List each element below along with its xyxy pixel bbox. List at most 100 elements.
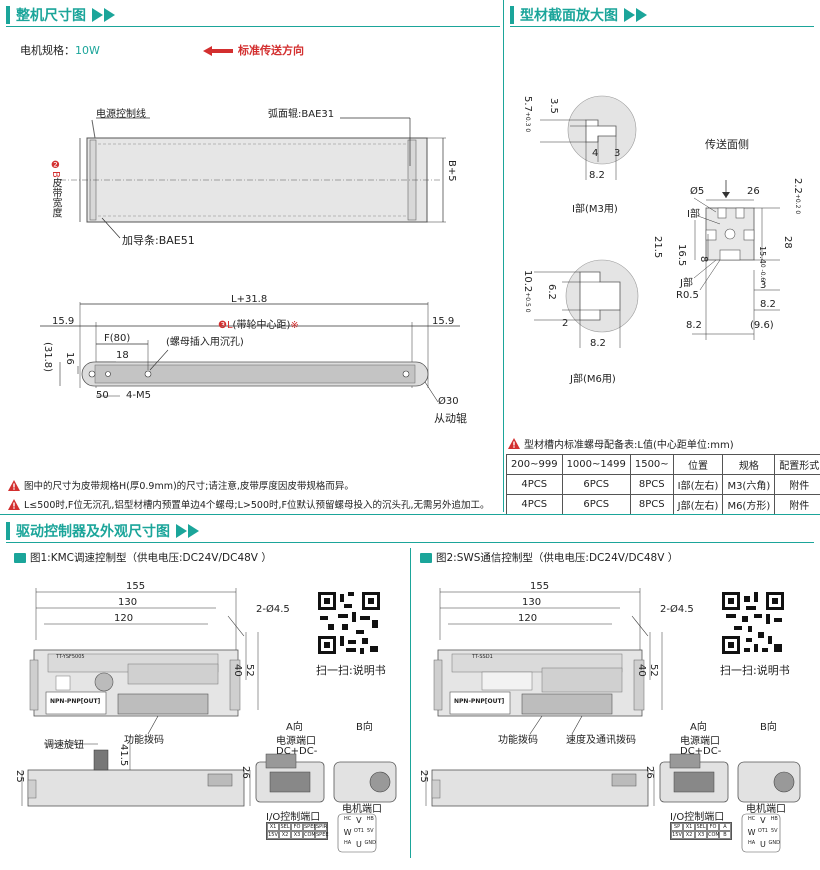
arrow-icon: [104, 8, 115, 22]
arrow-icon: [636, 8, 647, 22]
arrow-icon: [188, 524, 199, 538]
io-cell: SPEE: [315, 831, 329, 839]
i-dim-5-7-value: 5.7: [522, 96, 533, 112]
io-cell: 15V: [671, 831, 683, 839]
fig2-title-text: 图2:SWS通信控制型（供电电压:DC24V/DC48V ）: [436, 552, 679, 564]
io-cell: SPEE: [303, 823, 317, 831]
motor-spec-label: 电机规格：: [20, 44, 75, 57]
table-header-cell: 1500~: [629, 454, 674, 475]
dim-8-2-b: 8.2: [686, 320, 702, 331]
io-cell: FO: [291, 823, 303, 831]
io-cell: FO: [707, 823, 719, 831]
section-title-main: 整机尺寸图: [16, 8, 86, 24]
section-bar: [6, 6, 10, 24]
dim-2-2: 2.2+0.2 0: [792, 178, 803, 214]
io-cell: X1: [683, 823, 695, 831]
dim-28: 28: [782, 236, 793, 249]
table-header-cell: 配置形式: [774, 454, 820, 475]
j-dim-6-2: 6.2: [546, 284, 557, 300]
qr-code-icon: [316, 590, 382, 656]
io-cell: SPIR: [315, 823, 328, 831]
fig1-d120: 120: [114, 613, 134, 624]
i-dim-8-2: 8.2: [589, 170, 605, 181]
section-title-driver: 驱动控制器及外观尺寸图: [16, 524, 170, 540]
motor-pin: GND: [364, 840, 376, 846]
dia5-dim: Ø5: [690, 186, 705, 197]
fig1-d40: 40: [232, 664, 243, 677]
fig2-view-b: B向: [760, 722, 777, 733]
fig2-scan-label: 扫一扫:说明书: [720, 664, 790, 677]
io-cell: B: [719, 831, 731, 839]
section-header-profile: 型材截面放大图: [510, 4, 647, 26]
warning-icon: [8, 479, 20, 491]
fig2-power-port: 电源端口: [680, 736, 720, 747]
io-cell: 15V: [267, 831, 279, 839]
motor-pin: HB: [366, 816, 374, 822]
fig2-npn-label: NPN-PNP[OUT]: [454, 698, 505, 705]
fig2-d130: 130: [522, 597, 542, 608]
table-row: 4PCS 6PCS 8PCS J部(左右) M6(方形) 附件: [506, 494, 820, 515]
arc-roller-label: 弧面辊:BAE31: [268, 109, 335, 120]
motor-pin: V: [356, 816, 362, 825]
j-dim-10-2-value: 10.2: [522, 270, 533, 293]
note-2: L≤500时,F位无沉孔,铝型材槽内预置单边4个螺母;L>500时,F位默认预留…: [8, 497, 490, 511]
direction-label: 标准传送方向: [238, 44, 304, 57]
io-cell: X1: [267, 823, 279, 831]
motor-spec-value: 10W: [75, 44, 100, 57]
fig2-qr-code: [720, 590, 786, 656]
motor-pin: HC: [748, 816, 756, 822]
fig2-drawing: [425, 588, 801, 853]
motor-pin: HB: [770, 816, 778, 822]
l-center-text: (带轮中心距): [232, 320, 291, 331]
section-divider-horizontal: [0, 514, 820, 515]
motor-spec: 电机规格：10W: [20, 42, 100, 58]
motor-pin: OT1: [353, 828, 364, 834]
dim-15-9-left: 15.9: [52, 316, 75, 327]
fig1-view-b: B向: [356, 722, 373, 733]
motor-pin: GND: [768, 840, 780, 846]
j-part-detail: [534, 259, 639, 348]
table-header-row: 200~999 1000~1499 1500~ 位置 规格 配置形式: [506, 454, 820, 475]
dim-9-6: (9.6): [750, 320, 774, 331]
dim-15-4: 15.40 -0.6: [758, 246, 767, 281]
fig2-holes: 2-Ø4.5: [660, 604, 694, 615]
section-title-profile: 型材截面放大图: [520, 8, 618, 24]
fig2-d155: 155: [530, 581, 550, 592]
table-cell: 8PCS: [629, 494, 674, 515]
dim-3: 3: [760, 280, 767, 291]
table-cell: 4PCS: [506, 474, 563, 495]
dim-8-2-a: 8.2: [760, 299, 776, 310]
io-cell: X2: [279, 831, 291, 839]
fig2-speed-dip: 速度及通讯拨码: [566, 735, 636, 746]
motor-pin: V: [760, 816, 766, 825]
motor-pin: HA: [748, 840, 756, 846]
fig1-d52: 52: [244, 664, 255, 677]
dim-8: 8: [698, 256, 709, 263]
fig2-func-dip: 功能拨码: [498, 735, 538, 746]
table-cell: 4PCS: [506, 494, 563, 515]
dia30-dim: Ø30: [438, 396, 459, 407]
belt-width-text: 皮带宽度: [50, 177, 61, 218]
section-header-main: 整机尺寸图: [6, 4, 115, 26]
motor-pin: W: [343, 828, 352, 837]
section-underline: [6, 542, 814, 543]
conveying-side-label: 传送面侧: [705, 138, 749, 151]
dim-31-8: (31.8): [42, 342, 53, 373]
section-underline: [510, 26, 814, 27]
i-part-label: I部(M3用): [572, 204, 618, 215]
r05-dim: R0.5: [676, 290, 699, 301]
motor-pin: 5V: [770, 828, 778, 834]
b-plus-dim: B+5: [446, 160, 457, 182]
panel-icon: [420, 552, 432, 563]
dim-16: 16: [64, 352, 75, 365]
table-cell: 附件: [774, 494, 820, 515]
io-cell: SEL: [279, 823, 291, 831]
fig2-model: TT-SSD1: [472, 654, 493, 660]
i-dim-5-7-tol: +0.3 0: [524, 111, 531, 133]
fig1-d415: 41.5: [118, 744, 129, 767]
qr-code-icon: [720, 590, 786, 656]
dim-26: 26: [747, 186, 760, 197]
i-dim-5-7: 5.7+0.3 0: [522, 96, 533, 132]
fig1-d25: 25: [14, 770, 25, 783]
i-dim-3-5: 3.5: [548, 98, 559, 114]
